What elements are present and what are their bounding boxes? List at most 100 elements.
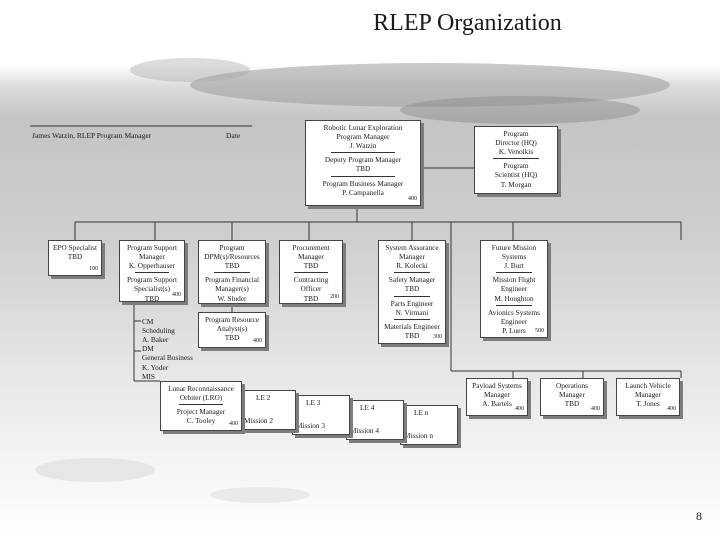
program-manager-box: Robotic Lunar Exploration Program Manage… [305, 120, 421, 206]
procurement-line: Contracting [293, 275, 329, 285]
mission-le-label: LE 2 [256, 393, 271, 402]
mission-name: Mission 3 [296, 421, 325, 431]
divider [394, 295, 430, 297]
org-code: 300 [433, 333, 442, 340]
support-line: K. Opperhauser [128, 261, 176, 271]
dpm-line: DPM(s)/Resources [204, 252, 260, 262]
support-item: General Business [142, 353, 193, 363]
procurement-line: Officer [300, 284, 322, 294]
hq-line: Scientist (HQ) [494, 170, 538, 180]
future-line: Mission Flight [492, 275, 536, 285]
divider [394, 272, 430, 274]
divider [330, 152, 396, 154]
lv-line: T. Jones [636, 399, 660, 409]
lro-line: C. Tooley [186, 416, 216, 426]
hq-line: K. Venolkis [498, 147, 534, 157]
dpm-line: W. Sluder [217, 293, 247, 303]
org-code: 400 [667, 405, 676, 412]
org-code: 100 [89, 265, 98, 272]
support-line: Program Support [126, 275, 178, 285]
mission-le-4-box: LE 4 Mission 4 [346, 400, 404, 440]
assurance-line: TBD [404, 284, 420, 294]
assurance-line: TBD [404, 330, 420, 340]
org-code: 400 [591, 405, 600, 412]
divider [493, 158, 539, 160]
org-code: 400 [253, 337, 262, 344]
mission-le-label: LE n [414, 408, 429, 417]
future-line: Engineer [500, 316, 528, 326]
org-code: 500 [535, 327, 544, 334]
lro-box: Lunar Reconnaissance Orbiter (LRO) Proje… [160, 381, 242, 431]
future-line: M. Houghton [494, 293, 534, 303]
program-support-box: Program Support Manager K. Opperhauser P… [119, 240, 185, 303]
lro-line: Lunar Reconnaissance [168, 384, 234, 393]
future-mission-box: Future Mission Systems J. Burt Mission F… [480, 240, 548, 338]
dpm-line: Manager(s) [215, 284, 249, 294]
pm-line: J. Watzin [349, 141, 377, 151]
mission-name: Mission 2 [244, 416, 273, 426]
future-line: Systems [501, 252, 527, 262]
support-line: Specialist(s) [133, 284, 171, 294]
hq-line: Program [503, 129, 529, 138]
dpm-line: TBD [224, 261, 240, 271]
assurance-line: Parts Engineer [390, 298, 434, 308]
procurement-line: TBD [303, 261, 319, 271]
epo-specialist-box: EPO Specialist TBD 100 [48, 240, 102, 276]
epo-line: TBD [67, 252, 83, 262]
payload-systems-box: Payload Systems Manager A. Bartels 400 [466, 378, 528, 416]
epo-line: EPO Specialist [53, 243, 97, 252]
assurance-line: R. Kolecki [396, 261, 428, 271]
signature-date: Date [226, 131, 241, 140]
procurement-box: Procurement Manager TBD Contracting Offi… [279, 240, 343, 304]
deputy-line: Deputy Program Manager [324, 155, 402, 165]
mission-le-label: LE 3 [306, 398, 321, 407]
support-item: MIS [142, 371, 155, 381]
org-code: 400 [229, 420, 238, 427]
org-code: 200 [330, 293, 339, 300]
payload-line: A. Bartels [482, 399, 512, 409]
support-item: DM [142, 344, 154, 354]
assurance-line: System Assurance [385, 243, 439, 252]
ops-line: TBD [564, 399, 580, 409]
resource-analyst-box: Program Resource Analyst(s) TBD 400 [198, 312, 266, 348]
deputy-line: TBD [355, 164, 371, 174]
divider [178, 404, 224, 406]
pm-line: Robotic Lunar Exploration [323, 123, 403, 132]
hq-line: Director (HQ) [495, 138, 537, 148]
launch-vehicle-box: Launch Vehicle Manager T. Jones 400 [616, 378, 680, 416]
mission-name: Mission 4 [350, 426, 379, 436]
assurance-line: Manager [399, 252, 425, 262]
analyst-line: Analyst(s) [216, 324, 248, 334]
business-line: P. Campanella [342, 187, 384, 197]
support-line: Manager [139, 252, 165, 262]
divider [496, 272, 532, 274]
signature-name: James Watzin, RLEP Program Manager [32, 131, 152, 140]
payload-line: Manager [484, 390, 510, 400]
support-item: A. Baker [142, 335, 169, 345]
divider [496, 304, 532, 306]
support-item: CM [142, 317, 154, 326]
hq-line: Program [503, 161, 529, 171]
hq-line: T. Morgan [500, 179, 532, 189]
ops-line: Operations [555, 381, 589, 390]
mission-name: Mission n [404, 431, 433, 441]
future-line: J. Burt [504, 261, 524, 271]
mission-le-label: LE 4 [360, 403, 375, 412]
future-line: Engineer [500, 284, 528, 294]
divider [394, 318, 430, 320]
assurance-line: Materials Engineer [384, 321, 440, 331]
mission-le-2-box: LE 2 Mission 2 [240, 390, 296, 430]
business-line: Program Business Manager [322, 178, 404, 188]
page-number: 8 [696, 509, 702, 523]
support-item: K. Yoder [142, 362, 169, 372]
future-line: P. Luers [502, 325, 526, 335]
lro-line: Project Manager [176, 407, 226, 417]
dpm-line: Program [219, 243, 245, 252]
support-line: Program Support [126, 243, 178, 252]
divider [134, 272, 170, 274]
future-line: Avionics Systems [488, 307, 540, 317]
mission-le-3-box: LE 3 Mission 3 [292, 395, 350, 435]
divider [330, 175, 396, 177]
pm-line: Program Manager [336, 132, 390, 142]
